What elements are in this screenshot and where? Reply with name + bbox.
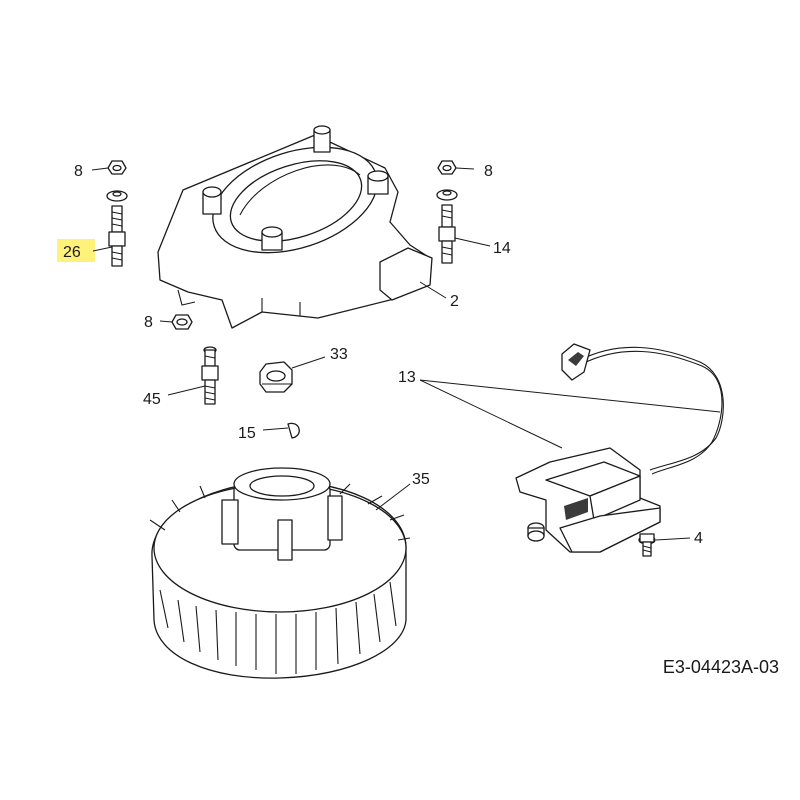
drawing-code: E3-04423A-03 <box>663 657 779 677</box>
callout-nut-right-top: 8 <box>484 163 493 180</box>
washer-right[interactable] <box>436 189 458 201</box>
flywheel-part[interactable] <box>149 467 411 679</box>
callout-stud-lower: 45 <box>143 391 161 408</box>
coil-screw[interactable] <box>638 533 656 557</box>
stud-lower[interactable] <box>201 346 219 405</box>
blower-housing-part[interactable] <box>157 125 433 329</box>
callout-nut-left-top: 8 <box>74 163 83 180</box>
leader-lines <box>91 167 721 541</box>
flange-nut-left-mid[interactable] <box>171 314 193 330</box>
woodruff-key[interactable] <box>287 422 300 439</box>
callout-coil-screw: 4 <box>694 530 703 547</box>
callout-stud-right: 14 <box>493 240 511 257</box>
highlight-box <box>57 239 95 262</box>
stud-left[interactable] <box>108 205 126 267</box>
flywheel-nut[interactable] <box>259 361 293 393</box>
callout-stud-left: 26 <box>63 244 81 261</box>
stud-right[interactable] <box>438 204 456 264</box>
callout-flywheel: 35 <box>412 471 430 488</box>
washer-left[interactable] <box>106 190 128 202</box>
callout-nut-left-mid: 8 <box>144 314 153 331</box>
callout-housing: 2 <box>450 293 459 310</box>
flange-nut-left-top[interactable] <box>107 160 127 175</box>
callout-key: 15 <box>238 425 256 442</box>
flange-nut-right-top[interactable] <box>437 160 457 175</box>
callout-nut-center: 33 <box>330 346 348 363</box>
ignition-coil-part[interactable] <box>515 343 724 553</box>
callout-ignition-coil: 13 <box>398 369 416 386</box>
